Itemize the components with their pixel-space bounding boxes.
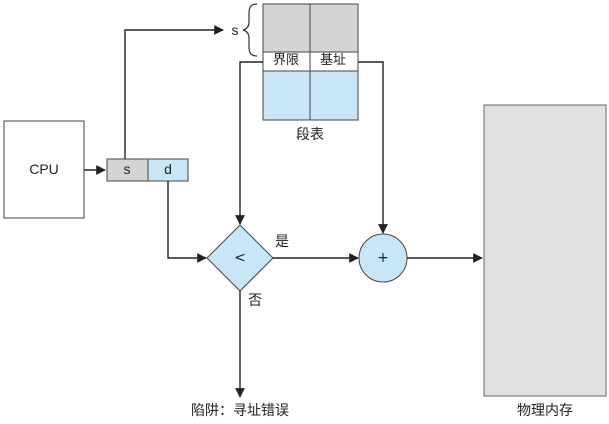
address-offset-label: d	[164, 161, 172, 177]
physical-memory-box	[483, 104, 607, 397]
yes-label: 是	[275, 234, 289, 250]
compare-symbol: <	[234, 250, 246, 266]
cpu-label: CPU	[29, 161, 59, 177]
table-blue-left	[262, 70, 311, 121]
table-gray-right	[309, 3, 359, 53]
limit-to-compare-arrow	[235, 61, 263, 225]
base-to-adder-arrow	[358, 61, 388, 234]
table-gray-left	[262, 3, 311, 53]
no-label: 否	[248, 293, 262, 309]
d-to-compare-arrow	[167, 181, 207, 263]
limit-header: 界限	[272, 53, 300, 68]
selector-brace-icon	[242, 3, 258, 57]
trap-label: 陷阱：寻址错误	[191, 403, 289, 419]
address-segment-label: s	[123, 161, 131, 177]
adder-symbol: +	[377, 250, 389, 266]
cpu-box	[3, 120, 85, 219]
physical-memory-label: 物理内存	[517, 403, 573, 419]
table-selector-label: s	[231, 22, 239, 38]
base-header: 基址	[319, 53, 347, 68]
s-to-table-arrow	[124, 25, 224, 159]
table-blue-right	[309, 70, 359, 121]
segment-table-caption: 段表	[296, 127, 324, 143]
